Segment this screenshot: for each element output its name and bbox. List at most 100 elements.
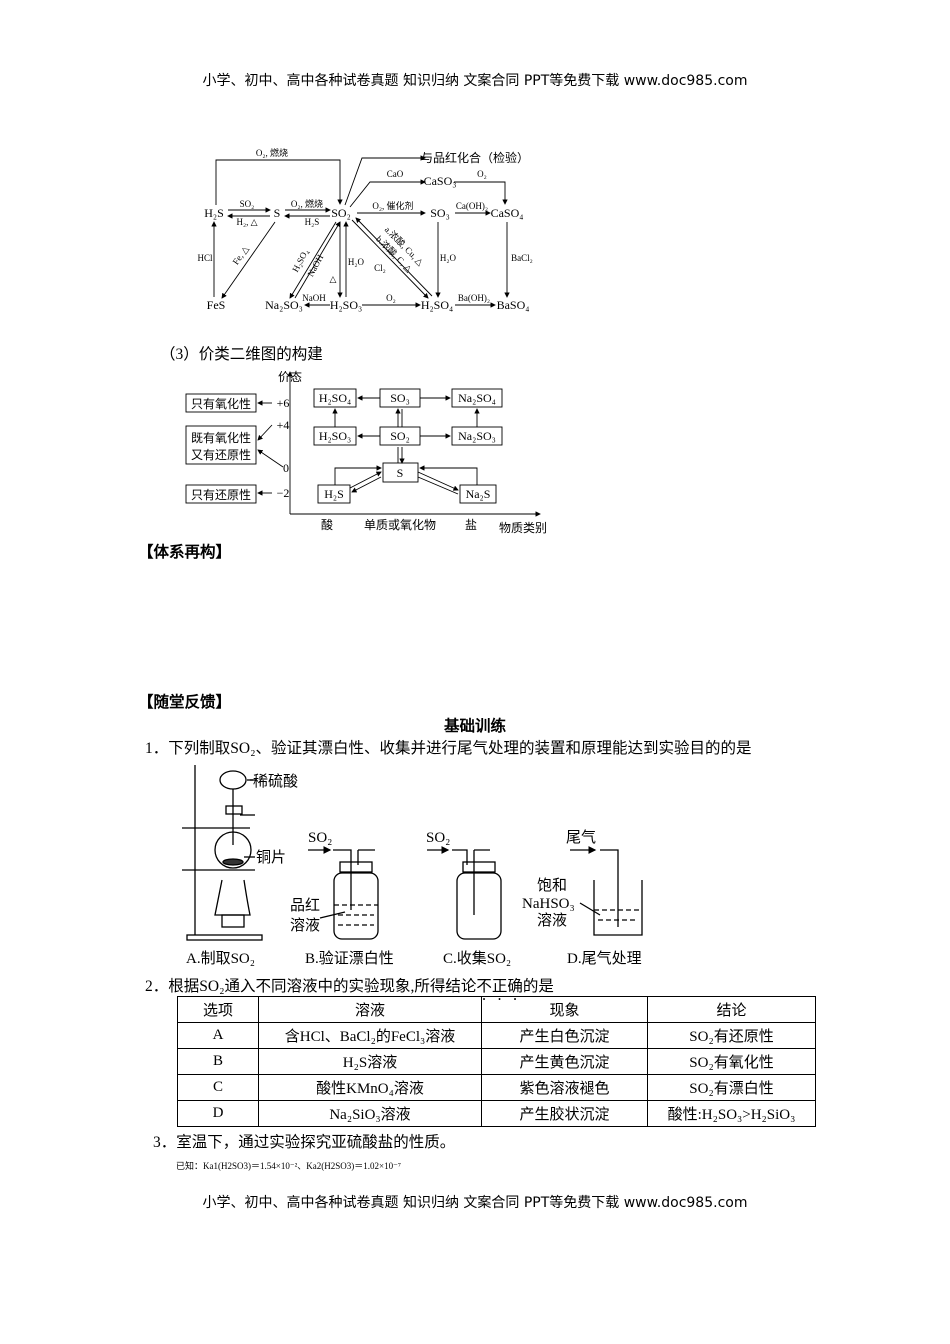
header-cell: 选项	[177, 996, 259, 1023]
cell: C	[177, 1074, 259, 1101]
category: 盐	[465, 518, 477, 532]
diagram1-labels: O₂, 燃烧 SO₂ H₂, △ O₂, 燃烧 H₂S O₂, 催化剂 CaO …	[197, 147, 532, 303]
category: 单质或氧化物	[364, 518, 436, 532]
label: Cl₂	[374, 263, 386, 273]
caption: B.验证漂白性	[305, 950, 394, 967]
section-rebuild: 【体系再构】	[138, 544, 232, 561]
cell: A	[177, 1022, 259, 1049]
basic-training-heading: 基础训练	[443, 718, 506, 735]
label: H₂S	[305, 217, 320, 227]
label: Fe, △	[231, 244, 251, 267]
tick: −2	[277, 486, 290, 500]
cell: Na₂SiO₃溶液	[258, 1100, 482, 1127]
caption: A.制取SO₂	[186, 950, 255, 967]
node: Na₂SO₃	[265, 298, 303, 312]
node: Na₂S	[466, 487, 491, 501]
node: H₂SO₃	[319, 429, 351, 443]
q3-note: 已知：Ka1(H2SO3)＝1.54×10⁻²、Ka2(H2SO3)＝1.02×…	[176, 1161, 401, 1171]
q2-emphasis: 不正确	[476, 978, 523, 995]
cell: H₂S溶液	[258, 1048, 482, 1075]
node: H₂SO₃	[330, 298, 362, 312]
section-3-title: （3）价类二维图的构建	[160, 346, 323, 363]
question-3: 3．室温下，通过实验探究亚硫酸盐的性质。	[153, 1134, 456, 1151]
node: 与品红化合（检验）	[421, 150, 529, 165]
header-cell: 结论	[647, 996, 816, 1023]
diagram2-frame	[185, 371, 541, 517]
label-so2: SO₂	[426, 830, 450, 846]
node: SO₂	[390, 429, 410, 443]
header-cell: 现象	[481, 996, 648, 1023]
page-header: 小学、初中、高中各种试卷真题 知识归纳 文案合同 PPT等免费下载 www.do…	[202, 73, 748, 89]
cell: 产生白色沉淀	[481, 1022, 648, 1049]
label: BaCl₂	[511, 253, 533, 263]
q2-text-end: 的是	[522, 978, 554, 995]
category: 酸	[321, 517, 333, 532]
header-cell: 溶液	[258, 996, 482, 1023]
label: △	[330, 274, 337, 284]
label: NaOH	[305, 252, 325, 278]
tick: +4	[277, 418, 290, 432]
cell: 含HCl、BaCl₂的FeCl₃溶液	[258, 1022, 482, 1049]
apparatus-drawing	[182, 765, 643, 941]
label: NaHSO₃	[522, 896, 575, 912]
node: CaSO₄	[491, 206, 524, 220]
label: NaOH	[302, 293, 326, 303]
label-so2: SO₂	[308, 830, 332, 846]
cell: D	[177, 1100, 259, 1127]
node: FeS	[207, 298, 226, 312]
cell: 酸性:H₂SO₃>H₂SiO₃	[647, 1100, 816, 1127]
table-header: 选项 溶液 现象 结论	[177, 996, 816, 1023]
cell: 紫色溶液褪色	[481, 1074, 648, 1101]
label: H₂O	[348, 257, 365, 267]
node: Na₂SO₄	[458, 391, 496, 405]
node: CaSO₃	[424, 174, 457, 188]
cell: SO₂有氧化性	[647, 1048, 816, 1075]
label: 溶液	[290, 917, 320, 934]
page-footer: 小学、初中、高中各种试卷真题 知识归纳 文案合同 PPT等免费下载 www.do…	[202, 1195, 748, 1211]
cell: 产生黄色沉淀	[481, 1048, 648, 1075]
node: H₂S	[204, 206, 224, 220]
apparatus-labels: 稀硫酸 铜片 SO₂ 品红 溶液 SO₂ 尾气 饱和 NaHSO₃ 溶液 A.制…	[186, 773, 642, 967]
label: 溶液	[537, 912, 567, 929]
question-1: 1．下列制取SO₂、验证其漂白性、收集并进行尾气处理的装置和原理能达到实验目的的…	[145, 740, 752, 757]
cell: 产生胶状沉淀	[481, 1100, 648, 1127]
question-2: 2．根据SO₂通入不同溶液中的实验现象,所得结论不正确的是	[145, 974, 554, 1004]
label: Ba(OH)₂	[458, 293, 490, 303]
node: S	[397, 466, 404, 480]
x-axis-label: 物质类别	[499, 521, 547, 535]
caption: C.收集SO₂	[443, 950, 511, 967]
diagram2-text: 价态 物质类别 +6 +4 0 −2 只有氧化性 既有氧化性 又有还原性 只有还…	[191, 370, 547, 535]
section-feedback: 【随堂反馈】	[138, 694, 232, 711]
node: H₂S	[324, 487, 344, 501]
label: 品红	[290, 897, 320, 914]
cell: B	[177, 1048, 259, 1075]
property: 既有氧化性	[191, 431, 251, 445]
diagram1-nodes: H₂S S SO₂ SO₃ CaSO₄ CaSO₃ 与品红化合（检验） FeS …	[204, 150, 529, 312]
node: BaSO₄	[497, 298, 530, 312]
label: H₂O	[440, 253, 457, 263]
node: SO₂	[331, 206, 351, 220]
label: H₂, △	[236, 217, 257, 227]
cell: SO₂有漂白性	[647, 1074, 816, 1101]
node: S	[274, 206, 281, 220]
label: 饱和	[537, 877, 567, 894]
label: CaO	[387, 169, 404, 179]
node: SO₃	[430, 206, 450, 220]
property: 只有氧化性	[191, 397, 251, 411]
label: Ca(OH)₂	[456, 201, 488, 211]
tick: +6	[277, 396, 290, 410]
node: H₂SO₄	[319, 391, 351, 405]
label-dilute-acid: 稀硫酸	[253, 773, 298, 790]
caption: D.尾气处理	[567, 950, 642, 967]
tick: 0	[283, 461, 289, 475]
label-tail-gas: 尾气	[566, 829, 596, 846]
label: SO₂	[240, 199, 255, 209]
label: O₂, 燃烧	[256, 147, 288, 158]
property: 又有还原性	[191, 448, 251, 462]
node: SO₃	[390, 391, 410, 405]
